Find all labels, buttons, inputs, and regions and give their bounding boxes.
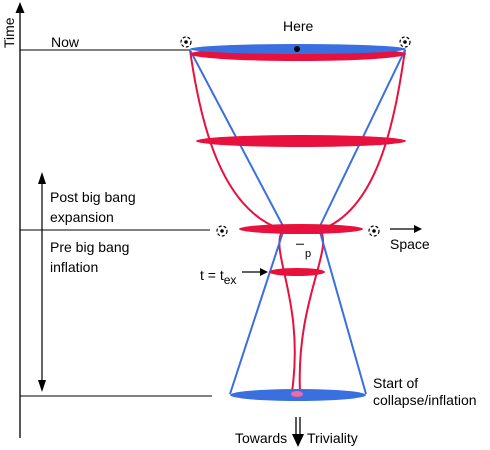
epoch-span-arrow-top: [38, 172, 46, 184]
galaxy-icon: [368, 225, 380, 237]
galaxy-icon: [216, 225, 228, 237]
red-boundary-left: [189, 49, 296, 393]
galaxy-icon: [399, 36, 411, 48]
p-label: p: [305, 248, 311, 260]
t-ex-slice: [269, 268, 325, 276]
triviality-arrowhead: [292, 434, 304, 447]
start-disc-core: [291, 391, 303, 397]
triviality-label: Triviality: [307, 430, 358, 446]
towards-label: Towards: [235, 430, 287, 446]
red-boundary-right: [298, 49, 406, 393]
now-label: Now: [51, 34, 80, 50]
big-bang-slice: [239, 224, 363, 234]
blue-cone-left-lower: [229, 231, 284, 395]
pre-big-bang-label-2: inflation: [50, 259, 98, 275]
here-label: Here: [283, 18, 314, 34]
t-ex-label: t = tex: [200, 267, 236, 287]
here-dot: [294, 46, 300, 52]
l-label: l: [293, 243, 305, 245]
post-big-bang-label-1: Post big bang: [50, 189, 136, 205]
galaxy-icon: [180, 36, 192, 48]
epoch-span-arrow-bottom: [38, 380, 46, 392]
space-label: Space: [390, 236, 430, 252]
start-collapse-label-1: Start of: [373, 375, 418, 391]
post-big-bang-label-2: expansion: [50, 209, 114, 225]
blue-cone-right-lower: [319, 231, 367, 395]
time-axis-arrowhead: [15, 2, 25, 13]
pre-big-bang-label-1: Pre big bang: [50, 239, 129, 255]
mid-expansion-slice: [196, 135, 406, 147]
time-axis-label: Time: [1, 17, 17, 48]
t-ex-subscript: ex: [224, 273, 237, 287]
start-collapse-label-2: collapse/inflation: [373, 392, 477, 408]
